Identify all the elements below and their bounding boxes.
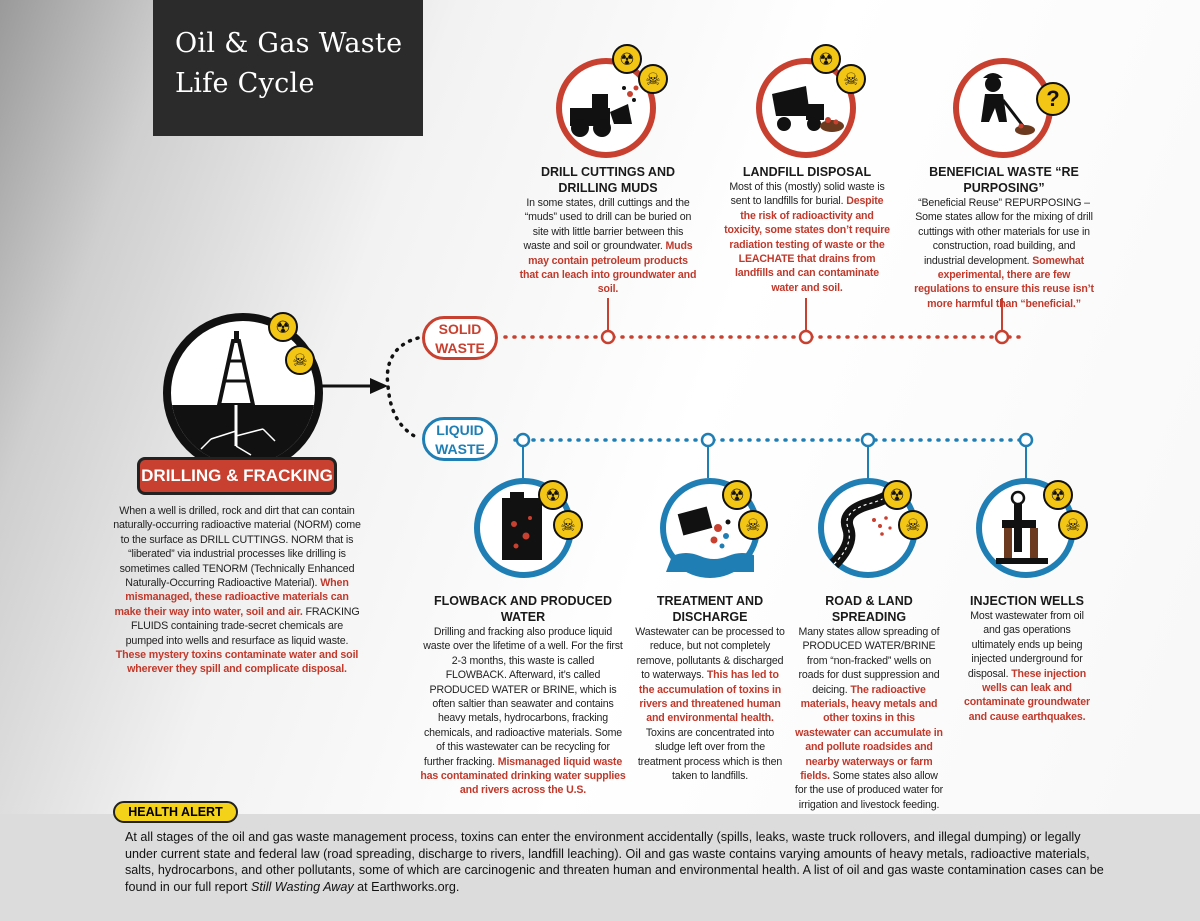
injection-wells-red: These injection wells can leak and conta… [963,667,1091,723]
skull-icon: ☠ [836,64,866,94]
treatment-heading-1: TREATMENT AND [656,594,764,608]
treatment-block: TREATMENT AND DISCHARGE Wastewater can b… [635,593,785,783]
radiation-icon: ☢ [1043,480,1073,510]
title-line-2: Life Cycle [175,68,315,99]
flow-arrowhead [370,378,388,394]
flowback-heading: FLOWBACK AND PRODUCED WATER [434,594,612,624]
skull-icon: ☠ [738,510,768,540]
drill-cuttings-text: In some states, drill cuttings and the “… [518,196,698,297]
road-spreading-text: Many states allow spreading of PRODUCED … [794,625,944,812]
drill-cuttings-red: Muds may contain petroleum products that… [519,240,697,296]
radiation-icon: ☢ [882,480,912,510]
flowback-red: Mismanaged liquid waste has contaminated… [420,755,626,797]
beneficial-reuse-plain: “Beneficial Reuse” REPURPOSING – Some st… [915,197,1093,267]
skull-icon: ☠ [638,64,668,94]
road-spreading-plain: Many states allow spreading of PRODUCED … [798,626,940,696]
liquid-waste-label: LIQUID WASTE [422,417,498,461]
treatment-plain: Wastewater can be processed to reduce, b… [635,626,785,682]
skull-icon: ☠ [285,345,315,375]
road-spreading-plain-2: Some states also allow for the use of pr… [794,770,944,811]
treatment-plain-2: Toxins are concentrated into sludge left… [637,726,783,783]
health-alert-band [0,814,1200,921]
radiation-icon: ☢ [722,480,752,510]
injection-wells-text: Most wastewater from oil and gas operati… [962,609,1092,724]
injection-wells-block: INJECTION WELLS Most wastewater from oil… [962,593,1092,724]
drilling-text-b: When mismanaged, these radioactive mater… [114,577,349,618]
liquid-waste-line1: LIQUID [436,422,484,438]
bulldozer-illustration [570,85,639,137]
liquid-node-3 [860,432,876,448]
title-line-1: Oil & Gas Waste [175,28,403,59]
radiation-icon: ☢ [811,44,841,74]
skull-icon: ☠ [553,510,583,540]
drilling-text-c: FRACKING FLUIDS containing trade-secret … [125,605,360,647]
drilling-rig-illustration [171,331,315,465]
injection-wells-plain: Most wastewater from oil and gas operati… [967,610,1084,680]
solid-node-2 [798,329,814,345]
treatment-text: Wastewater can be processed to reduce, b… [635,625,785,783]
liquid-waste-line2: WASTE [435,441,485,457]
wastewater-tank-illustration [502,492,542,560]
liquid-node-1 [515,432,531,448]
radiation-icon: ☢ [268,312,298,342]
road-spreading-block: ROAD & LAND SPREADING Many states allow … [794,593,944,812]
question-icon: ? [1036,82,1070,116]
wellhead-illustration [996,490,1048,564]
health-alert-label: HEALTH ALERT [113,801,238,823]
discharge-pipe-illustration [666,506,754,572]
dump-truck-illustration [772,86,844,132]
branch-bracket [385,336,420,440]
liquid-node-4 [1018,432,1034,448]
health-text-report-title: Still Wasting Away [251,879,354,894]
landfill-plain: Most of this (mostly) solid waste is sen… [729,181,885,208]
skull-icon: ☠ [1058,510,1088,540]
injection-wells-heading: INJECTION WELLS [970,594,1084,608]
drill-cuttings-heading-2: DRILLING MUDS [558,181,658,195]
radiation-icon: ☢ [538,480,568,510]
beneficial-reuse-text: “Beneficial Reuse” REPURPOSING – Some st… [912,196,1096,311]
landfill-red: Despite the risk of radioactivity and to… [724,195,890,294]
solid-waste-line1: SOLID [438,321,482,337]
road-spreading-heading: ROAD & LAND SPREADING [825,594,913,624]
landfill-circle [756,58,856,158]
drilling-description: When a well is drilled, rock and dirt th… [113,504,361,677]
solid-waste-line2: WASTE [435,340,485,356]
drilling-text-a: When a well is drilled, rock and dirt th… [113,505,361,590]
flowback-circle [474,478,574,578]
health-text-a: At all stages of the oil and gas waste m… [125,830,1104,894]
drilling-fracking-label: DRILLING & FRACKING [137,457,337,495]
flowback-plain: Drilling and fracking also produce liqui… [423,626,623,768]
landfill-text: Most of this (mostly) solid waste is sen… [722,180,892,295]
landfill-block: LANDFILL DISPOSAL Most of this (mostly) … [722,164,892,295]
drill-cuttings-block: DRILL CUTTINGS AND DRILLING MUDS In some… [518,164,698,297]
treatment-heading-2: DISCHARGE [672,610,748,624]
radiation-icon: ☢ [612,44,642,74]
skull-icon: ☠ [898,510,928,540]
health-text-b: at Earthworks.org. [353,879,460,894]
worker-shovel-illustration [981,73,1035,135]
solid-waste-label: SOLID WASTE [422,316,498,360]
page-title: Oil & Gas Waste Life Cycle [153,0,423,136]
drill-cuttings-plain: In some states, drill cuttings and the “… [523,197,692,253]
flowback-text: Drilling and fracking also produce liqui… [420,625,626,798]
solid-node-3 [994,329,1010,345]
flowback-block: FLOWBACK AND PRODUCED WATER Drilling and… [420,593,626,798]
treatment-red: This has led to the accumulation of toxi… [638,669,782,725]
beneficial-reuse-block: BENEFICIAL WASTE “RE PURPOSING” “Benefic… [912,164,1096,311]
beneficial-reuse-heading: BENEFICIAL WASTE “RE PURPOSING” [929,165,1079,195]
landfill-heading: LANDFILL DISPOSAL [742,165,872,179]
drilling-text-d: These mystery toxins contaminate water a… [115,649,359,676]
health-alert-text: At all stages of the oil and gas waste m… [125,829,1115,895]
beneficial-reuse-red: Somewhat experimental, there are few reg… [914,254,1094,310]
road-spreading-red: The radioactive materials, heavy metals … [795,683,943,783]
liquid-node-2 [700,432,716,448]
drilling-circle [163,313,323,473]
drill-cuttings-heading-1: DRILL CUTTINGS AND [540,165,676,179]
solid-node-1 [600,329,616,345]
